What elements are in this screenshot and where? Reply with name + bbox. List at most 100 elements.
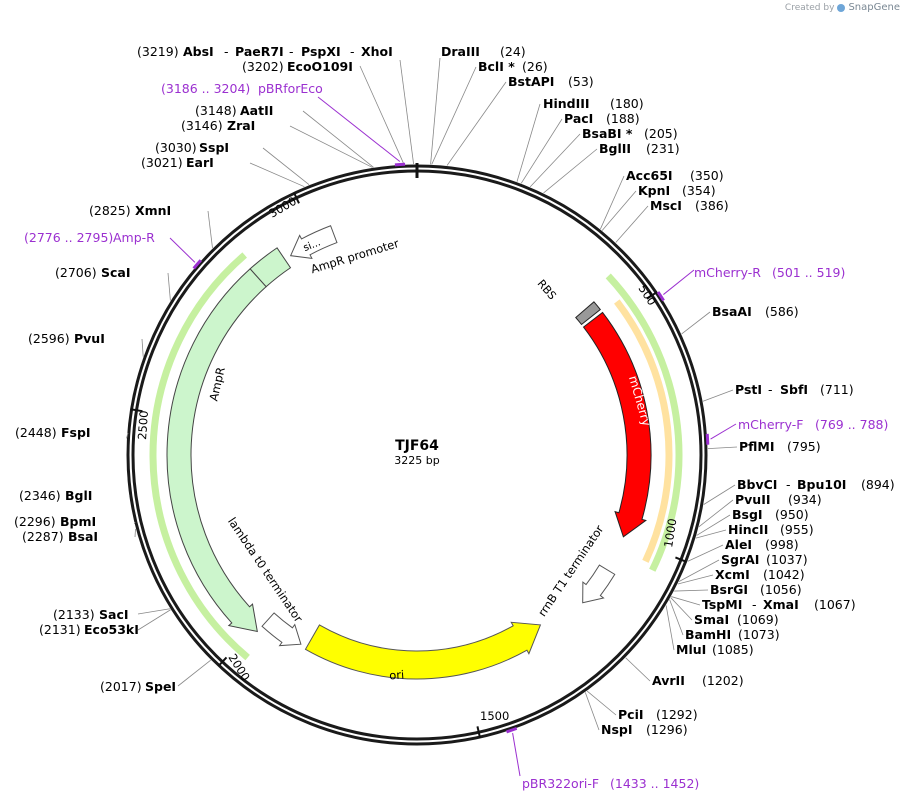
site-name[interactable]: SmaI <box>694 612 729 627</box>
feature-ampr[interactable] <box>166 268 267 633</box>
site-leader-line <box>167 272 171 301</box>
site-name[interactable]: SspI <box>199 140 229 155</box>
ruler-tick <box>675 556 687 563</box>
primer-name[interactable]: pBR322ori-F <box>522 776 599 791</box>
site-name[interactable]: BstAPI <box>508 74 554 89</box>
feature-mcherry[interactable] <box>582 311 652 538</box>
site-name[interactable]: XmaI <box>763 597 799 612</box>
feature-rrnb-terminator[interactable] <box>582 564 616 604</box>
site-name[interactable]: FspI <box>61 425 91 440</box>
site-name[interactable]: SacI <box>99 607 129 622</box>
site-name[interactable]: SpeI <box>145 679 176 694</box>
site-name[interactable]: PvuII <box>735 492 771 507</box>
site-name[interactable]: PacI <box>564 111 593 126</box>
site-name[interactable]: BglI <box>65 488 92 503</box>
site-leader-line <box>703 484 736 505</box>
site-name[interactable]: Eco53kI <box>84 622 139 637</box>
site-name[interactable]: BglII <box>599 141 631 156</box>
primer-range: (769 .. 788) <box>815 417 888 432</box>
site-leader-line <box>520 118 563 184</box>
site-name[interactable]: BamHI <box>685 627 731 642</box>
feature-signal-sequence[interactable] <box>249 247 292 288</box>
site-name[interactable]: ZraI <box>227 118 255 133</box>
site-name[interactable]: PstI <box>735 382 762 397</box>
site-pos: (1042) <box>763 567 805 582</box>
site-name[interactable]: PvuI <box>74 331 105 346</box>
site-pos: (1073) <box>738 627 780 642</box>
site-name[interactable]: HindIII <box>543 96 590 111</box>
site-pos: (2825) <box>89 203 131 218</box>
primer-name[interactable]: pBRforEco <box>258 81 323 96</box>
site-name[interactable]: XhoI <box>361 44 393 59</box>
site-name[interactable]: XmnI <box>135 203 171 218</box>
feature-label-ampr: AmpR <box>206 366 227 403</box>
site-name[interactable]: EcoO109I <box>287 59 353 74</box>
site-pos: (53) <box>568 74 594 89</box>
feature-rbs[interactable] <box>575 301 602 326</box>
site-name[interactable]: MluI <box>676 642 706 657</box>
site-name[interactable]: AleI <box>725 537 752 552</box>
site-pos: (3202) <box>242 59 284 74</box>
site-name[interactable]: NspI <box>601 722 633 737</box>
site-name[interactable]: Acc65I <box>626 168 673 183</box>
feature-lambda-terminator[interactable] <box>261 612 302 647</box>
site-name[interactable]: SbfI <box>780 382 808 397</box>
site-name[interactable]: EarI <box>186 155 214 170</box>
site-name[interactable]: PaeR7I <box>235 44 284 59</box>
site-name[interactable]: AvrII <box>652 673 685 688</box>
credit-prefix: Created by <box>784 2 835 13</box>
site-name[interactable]: BsaBI * <box>582 126 633 141</box>
primer-range: (1433 .. 1452) <box>610 776 699 791</box>
site-name[interactable]: BclI * <box>478 59 515 74</box>
site-name[interactable]: SgrAI <box>721 552 759 567</box>
site-name[interactable]: BsaAI <box>712 304 752 319</box>
site-name[interactable]: XcmI <box>715 567 750 582</box>
orf-track-green-left <box>149 252 250 661</box>
primer-marks <box>169 96 737 777</box>
site-name[interactable]: ScaI <box>101 265 131 280</box>
site-name[interactable]: TspMI <box>702 597 742 612</box>
site-name[interactable]: Bpu10I <box>797 477 846 492</box>
site-name[interactable]: BsrGI <box>710 582 748 597</box>
ruler-tick <box>646 291 658 300</box>
plasmid-size: 3225 bp <box>394 454 439 467</box>
primer-leader-line <box>512 732 521 777</box>
site-leader-line <box>678 559 720 582</box>
site-sep: - <box>786 477 791 492</box>
primer-mark <box>394 162 406 167</box>
site-leader-line <box>516 103 541 182</box>
feature-ampr-promoter[interactable] <box>289 225 338 259</box>
site-leader-line <box>529 133 581 188</box>
primer-name[interactable]: mCherry-R <box>694 265 761 280</box>
site-pos: (386) <box>695 198 729 213</box>
site-name[interactable]: PspXI <box>301 44 341 59</box>
primer-leader-line <box>710 423 737 440</box>
site-pos: (1085) <box>712 642 754 657</box>
site-name[interactable]: PflMI <box>739 439 775 454</box>
ruler-label-500: 500 <box>635 282 659 308</box>
site-name[interactable]: BbvCI <box>737 477 777 492</box>
site-leader-line <box>671 596 701 606</box>
site-name[interactable]: HincII <box>728 522 768 537</box>
primer-mark <box>192 259 202 270</box>
site-leader-line <box>696 514 731 536</box>
site-leader-line <box>431 66 477 165</box>
site-name[interactable]: AatII <box>240 103 273 118</box>
site-name[interactable]: BpmI <box>60 514 96 529</box>
site-name[interactable]: DraIII <box>441 44 480 59</box>
site-name[interactable]: AbsI <box>183 44 214 59</box>
site-name[interactable]: KpnI <box>638 183 670 198</box>
site-name[interactable]: BsaI <box>68 529 98 544</box>
site-name[interactable]: PciI <box>618 707 644 722</box>
primer-name[interactable]: Amp-R <box>113 230 155 245</box>
feature-ori[interactable] <box>304 621 542 680</box>
site-pos: (350) <box>690 168 724 183</box>
site-name[interactable]: BsgI <box>732 507 763 522</box>
ruler-tick <box>130 408 143 413</box>
site-pos: (3021) <box>141 155 183 170</box>
site-pos: (1069) <box>737 612 779 627</box>
site-name[interactable]: MscI <box>650 198 682 213</box>
primer-name[interactable]: mCherry-F <box>738 417 803 432</box>
site-sep: - <box>768 382 773 397</box>
